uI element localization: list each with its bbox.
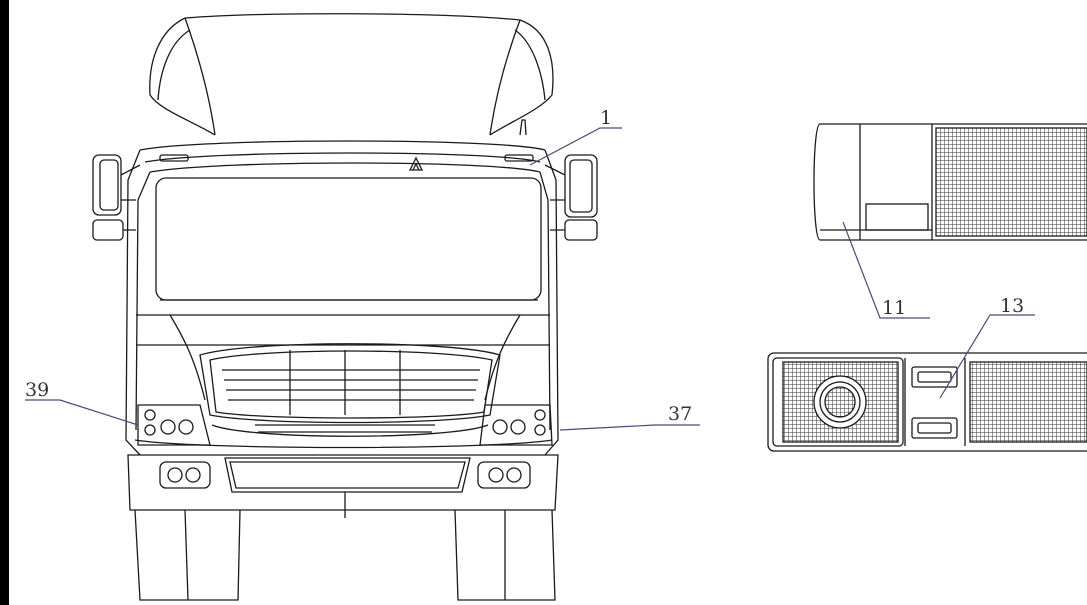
leader-37	[559, 424, 700, 431]
leader-11	[842, 221, 930, 319]
truck-front-view	[92, 13, 598, 601]
marker-lamp-right	[504, 154, 534, 162]
callout-1: 1	[600, 107, 612, 129]
windshield	[155, 177, 542, 301]
roof-deflector	[149, 13, 554, 136]
fog-lamp-right	[477, 461, 531, 489]
fog-lamp-left	[159, 461, 211, 489]
lightbar-top-view	[813, 123, 1087, 241]
cab-top	[139, 119, 546, 173]
headlamp-left	[137, 404, 211, 446]
callout-13: 13	[1000, 295, 1024, 317]
leader-lines	[25, 127, 1035, 431]
left-border	[0, 0, 9, 605]
emblem	[408, 156, 424, 171]
leader-13	[939, 314, 1035, 399]
mirror-right	[544, 154, 598, 241]
callout-labels: 1 11 13 37 39	[25, 107, 1024, 425]
callout-37: 37	[668, 403, 692, 425]
wheels	[134, 509, 556, 601]
cab-body	[125, 149, 559, 456]
leader-39	[25, 399, 139, 426]
lightbar-front-view	[767, 352, 1087, 452]
mirror-left	[92, 154, 141, 241]
leader-1	[529, 127, 622, 166]
callout-11: 11	[882, 297, 906, 319]
headlamp-right	[479, 404, 553, 446]
bumper	[127, 424, 559, 518]
grille	[199, 343, 501, 424]
callout-39: 39	[25, 379, 49, 401]
marker-lamp-left	[159, 154, 189, 162]
